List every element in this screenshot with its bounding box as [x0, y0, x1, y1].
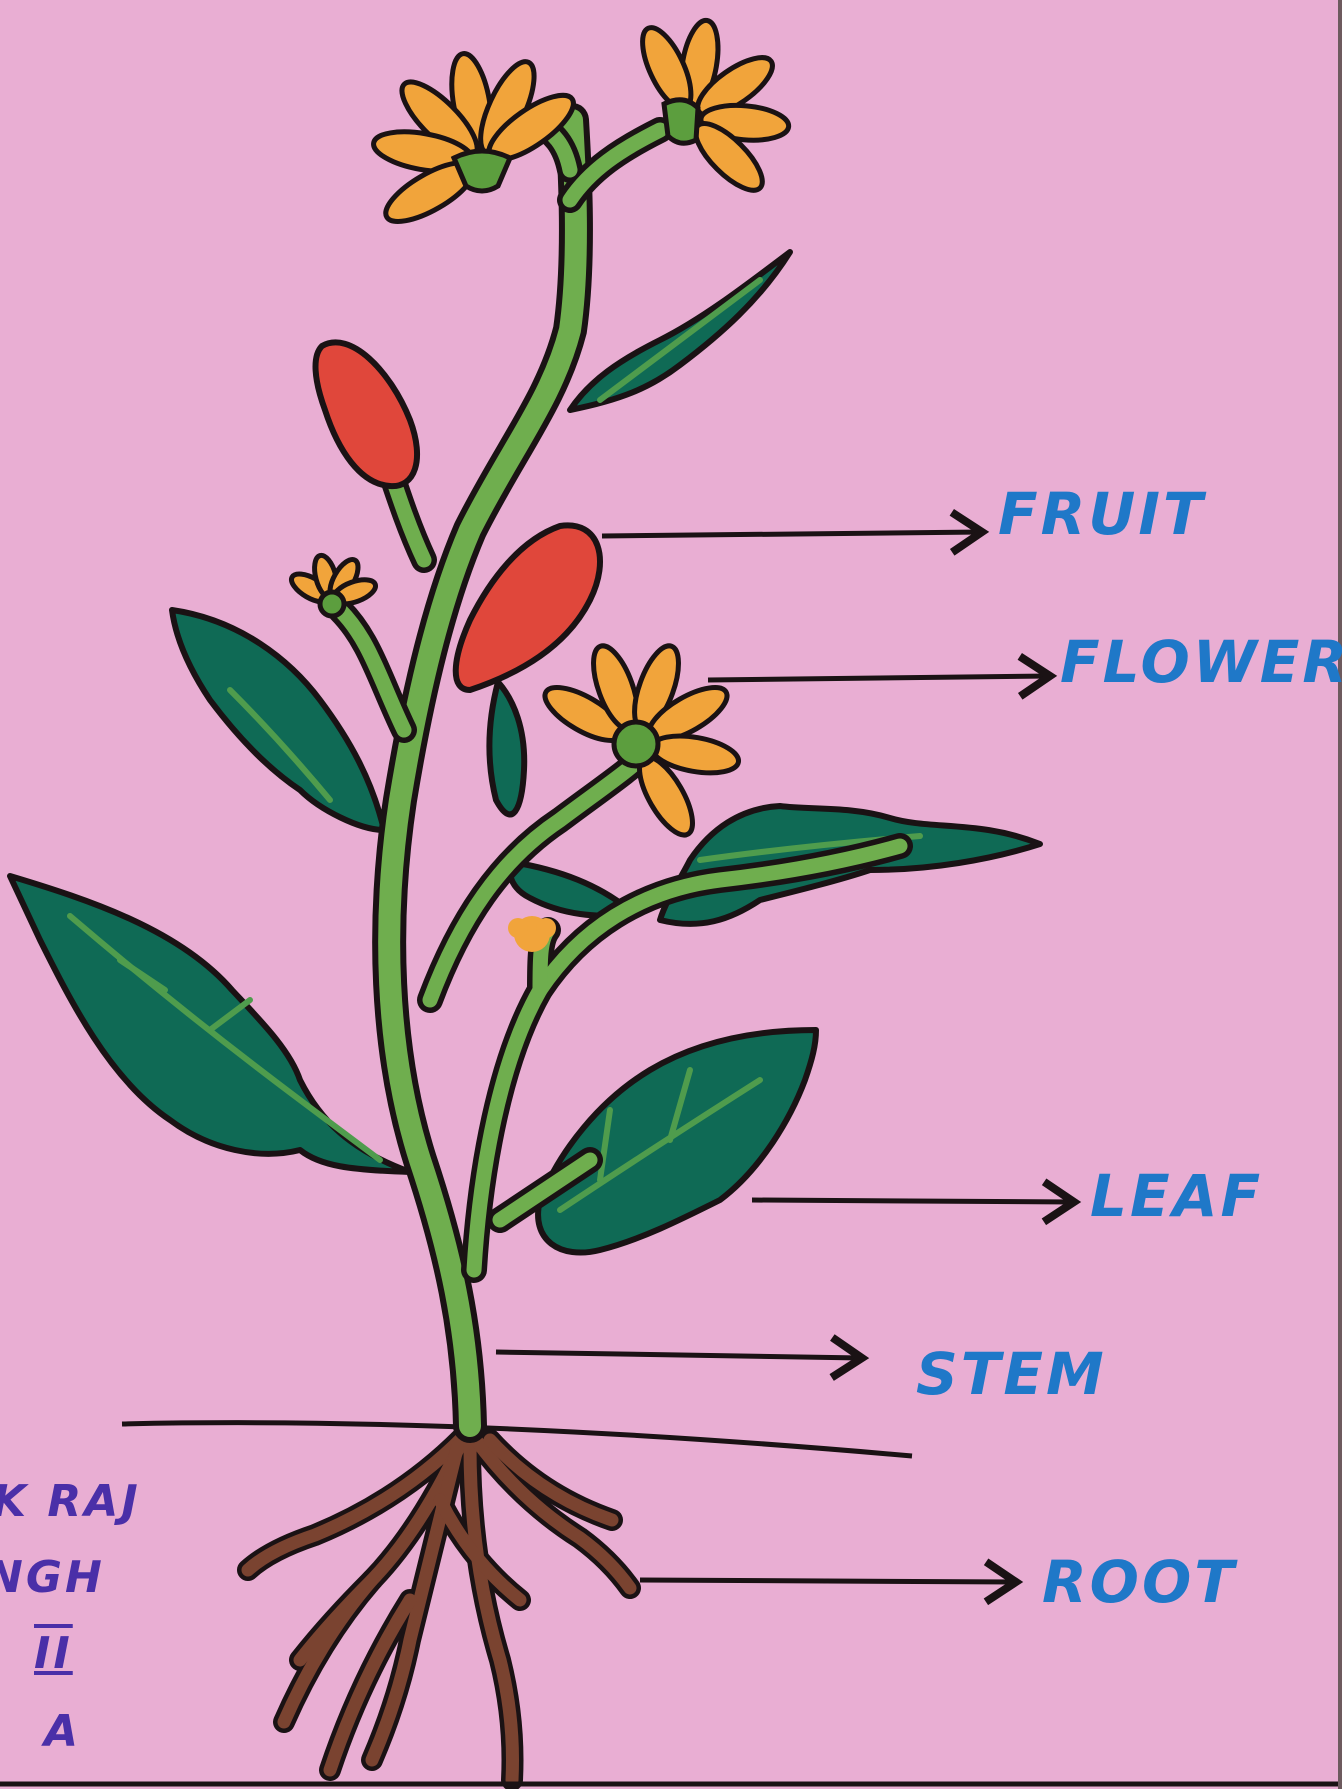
arrow-root — [640, 1580, 1016, 1582]
author-line-3: II — [34, 1628, 73, 1679]
label-leaf: LEAF — [1090, 1162, 1263, 1230]
author-line-4: A — [44, 1706, 81, 1757]
arrow-flower — [708, 676, 1050, 680]
author-line-2: NGH — [0, 1552, 105, 1603]
leaf-small-mid — [489, 682, 524, 814]
label-stem: STEM — [916, 1340, 1107, 1408]
flower-small-left — [287, 553, 378, 616]
leaf-lower-left — [10, 876, 410, 1172]
arrow-stem — [496, 1352, 862, 1358]
arrow-leaf — [752, 1200, 1074, 1202]
label-fruit: FRUIT — [998, 480, 1206, 548]
leaf-lower-right — [538, 1030, 816, 1253]
arrow-fruit — [602, 532, 982, 536]
leaf-top-right — [570, 252, 790, 410]
ground-line — [122, 1423, 912, 1456]
roots — [248, 1438, 630, 1780]
fruit-upper — [316, 342, 418, 486]
label-flower: FLOWER — [1060, 628, 1342, 696]
flower-top-right — [633, 18, 790, 200]
label-root: ROOT — [1042, 1548, 1237, 1616]
author-line-1: K RAJ — [0, 1476, 141, 1527]
